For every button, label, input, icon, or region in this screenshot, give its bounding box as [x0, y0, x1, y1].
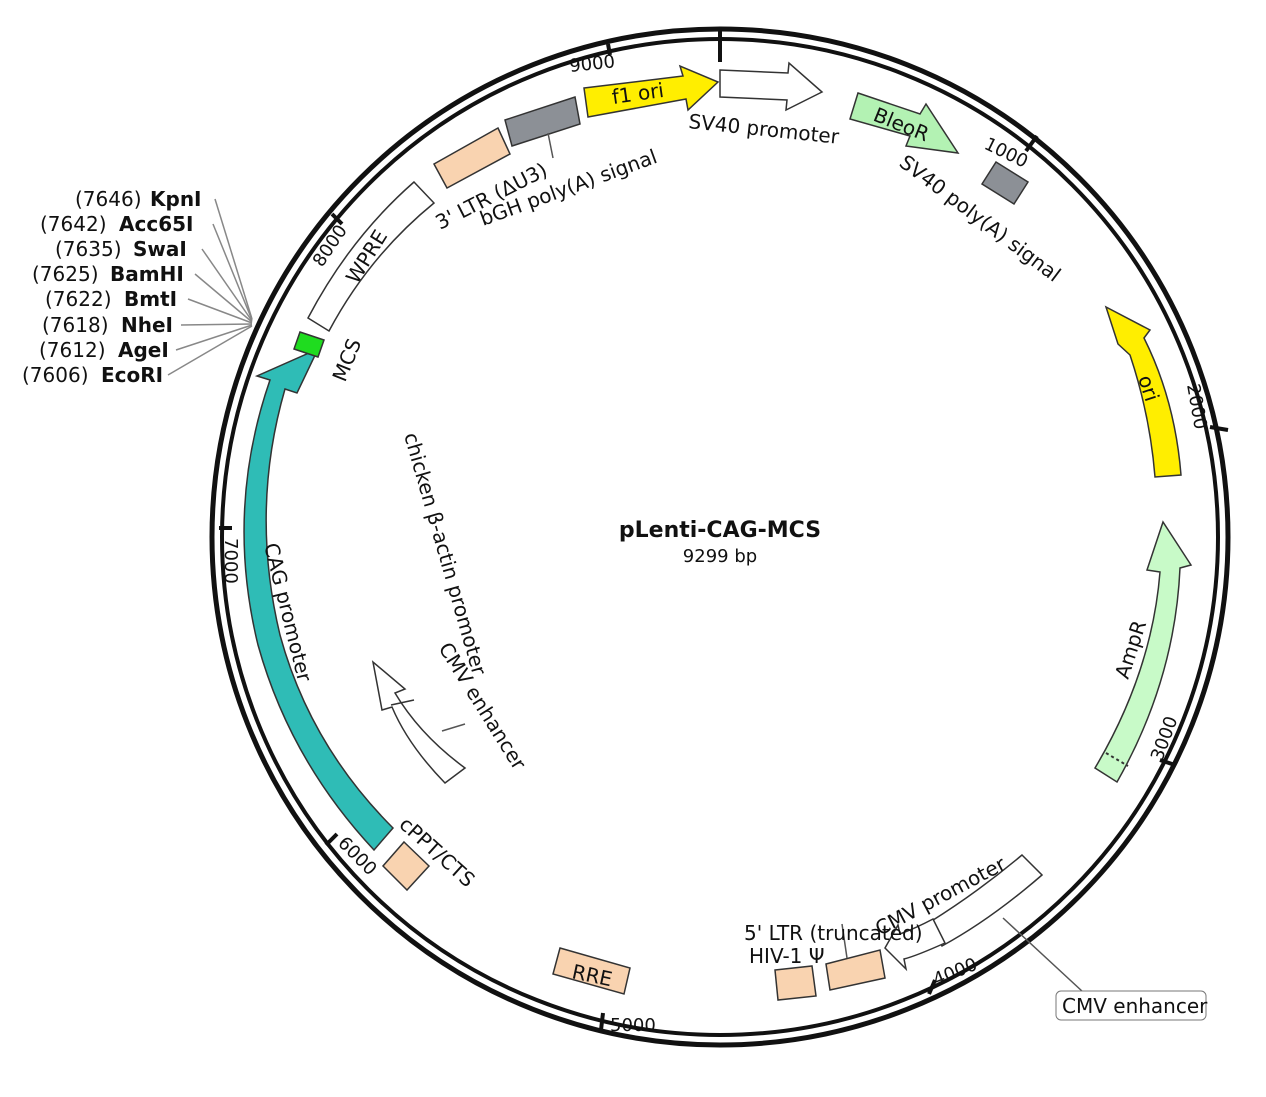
svg-text:EcoRI: EcoRI: [101, 363, 163, 387]
tick-1000: 1000: [981, 134, 1039, 173]
svg-text:(7642): (7642): [40, 212, 107, 236]
feature-bleor[interactable]: BleoR: [849, 92, 960, 154]
svg-text:1000: 1000: [981, 134, 1031, 173]
feature-sv40-promoter[interactable]: SV40 promoter: [687, 61, 841, 149]
feature-ori[interactable]: ori: [1104, 305, 1182, 478]
site-bmti[interactable]: (7622) BmtI: [45, 287, 177, 311]
site-nhei[interactable]: (7618) NheI: [42, 313, 173, 337]
svg-text:chicken β-actin promoter: chicken β-actin promoter: [399, 430, 491, 679]
svg-text:7000: 7000: [220, 538, 241, 584]
feature-sv40-polya[interactable]: SV40 poly(A) signal: [895, 150, 1065, 287]
svg-text:MCS: MCS: [327, 335, 366, 385]
svg-text:KpnI: KpnI: [150, 187, 202, 211]
svg-text:(7612): (7612): [39, 338, 106, 362]
feature-rre[interactable]: RRE: [552, 947, 631, 995]
feature-ltr5[interactable]: 5' LTR (truncated): [744, 921, 923, 991]
feature-cmv-enhancer-outer[interactable]: CMV enhancer: [929, 853, 1208, 1021]
site-acc65i[interactable]: (7642) Acc65I: [40, 212, 193, 236]
svg-text:(7622): (7622): [45, 287, 112, 311]
svg-text:CMV enhancer: CMV enhancer: [1062, 994, 1208, 1018]
plasmid-name: pLenti-CAG-MCS: [619, 518, 821, 543]
svg-text:(7646): (7646): [75, 187, 142, 211]
restriction-sites: (7646) KpnI (7642) Acc65I (7635) SwaI (7…: [22, 187, 253, 387]
feature-hiv-psi[interactable]: HIV-1 Ψ: [749, 944, 825, 1001]
site-agei[interactable]: (7612) AgeI: [39, 338, 169, 362]
site-bamhi[interactable]: (7625) BamHI: [32, 262, 184, 286]
tick-7000: 7000: [219, 526, 241, 584]
svg-text:SV40 promoter: SV40 promoter: [687, 109, 840, 149]
svg-text:HIV-1 Ψ: HIV-1 Ψ: [749, 944, 825, 968]
svg-text:(7606): (7606): [22, 363, 89, 387]
feature-bgh[interactable]: bGH poly(A) signal: [477, 96, 661, 231]
svg-text:SV40 poly(A) signal: SV40 poly(A) signal: [895, 150, 1065, 287]
tick-2000: 2000: [1182, 382, 1229, 432]
svg-text:(7635): (7635): [55, 237, 122, 261]
site-ecori[interactable]: (7606) EcoRI: [22, 363, 163, 387]
svg-text:Acc65I: Acc65I: [119, 212, 193, 236]
feature-cag-promoter[interactable]: CAG promoter: [243, 347, 395, 852]
svg-text:AgeI: AgeI: [118, 338, 169, 362]
tick-9000: 9000: [568, 43, 616, 77]
svg-text:(7618): (7618): [42, 313, 109, 337]
feature-ampr[interactable]: AmpR: [1093, 520, 1193, 784]
plasmid-size: 9299 bp: [683, 546, 757, 567]
svg-text:NheI: NheI: [121, 313, 173, 337]
backbone-outer: [209, 26, 1231, 1048]
svg-text:9000: 9000: [568, 51, 616, 77]
feature-chicken-actin[interactable]: chicken β-actin promoter: [371, 430, 492, 784]
svg-text:5000: 5000: [610, 1015, 656, 1036]
svg-text:5' LTR (truncated): 5' LTR (truncated): [744, 921, 923, 945]
tick-5000: 5000: [599, 1012, 656, 1036]
site-swai[interactable]: (7635) SwaI: [55, 237, 187, 261]
feature-f1-ori[interactable]: f1 ori: [583, 64, 720, 118]
feature-cppt[interactable]: cPPT/CTS: [381, 812, 480, 892]
svg-text:(7625): (7625): [32, 262, 99, 286]
svg-text:BmtI: BmtI: [124, 287, 177, 311]
site-kpni[interactable]: (7646) KpnI: [75, 187, 202, 211]
svg-text:BamHI: BamHI: [110, 262, 184, 286]
svg-text:SwaI: SwaI: [133, 237, 187, 261]
